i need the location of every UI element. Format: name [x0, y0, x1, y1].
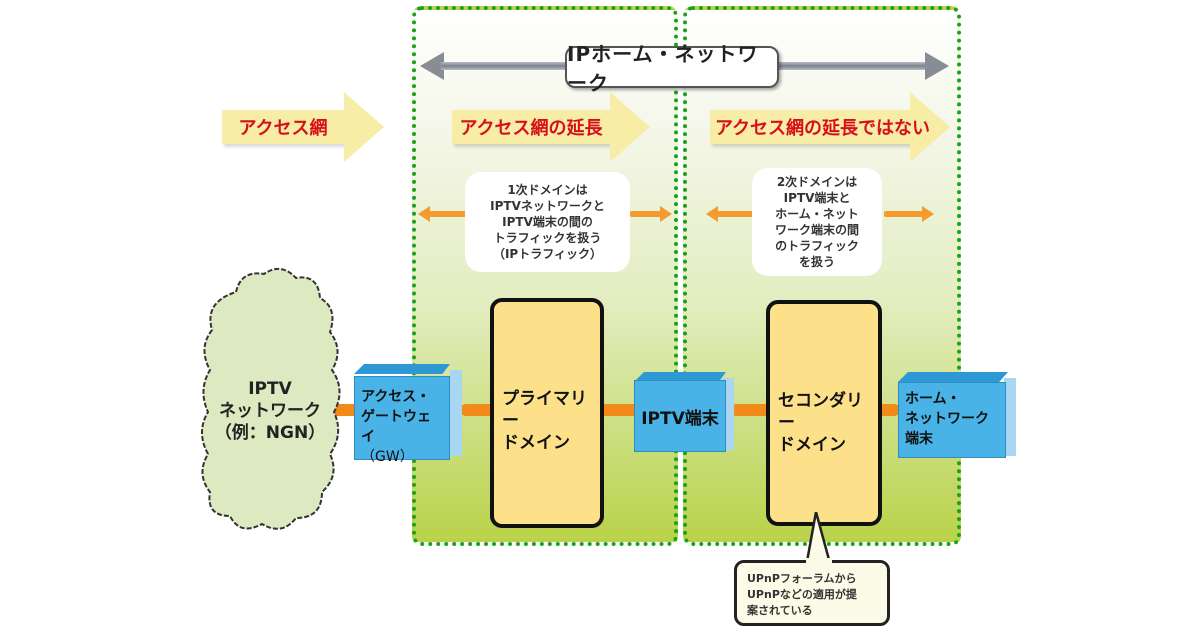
cloud-line: IPTV: [248, 379, 292, 399]
not-access-extension-arrow: アクセス網の延長ではない: [710, 92, 950, 162]
primary-arrow-left-icon: [418, 206, 430, 222]
primary-arrow-left-shaft: [428, 211, 468, 217]
cloud-line: （例：NGN）: [214, 423, 326, 443]
secondary-arrow-left-shaft: [716, 211, 754, 217]
secondary-domain-description: 2次ドメインは IPTV端末と ホーム・ネット ワーク端末の間 のトラフィック …: [752, 168, 882, 276]
secondary-arrow-left-icon: [706, 206, 718, 222]
access-extension-arrow: アクセス網の延長: [452, 92, 652, 162]
access-network-arrow: アクセス網: [222, 92, 384, 162]
primary-domain-description: 1次ドメインは IPTVネットワークと IPTV端末の間の トラフィックを扱う …: [465, 172, 630, 272]
cloud-line: ネットワーク: [219, 401, 321, 421]
secondary-domain-line: ドメイン: [778, 435, 846, 455]
callout-line: UPnPなどの適用が提: [747, 588, 857, 601]
home-terminal-line: 端末: [905, 431, 933, 447]
home-network-title-text: IPホーム・ネットワーク: [567, 42, 759, 95]
secondary-domain-box: セコンダリー ドメイン: [766, 300, 882, 526]
gateway-line: （GW）: [361, 449, 414, 465]
arrow-shaft-left: [440, 62, 570, 70]
primary-desc-line: （IPトラフィック）: [492, 247, 602, 261]
iptv-terminal-label: IPTV端末: [641, 408, 719, 429]
secondary-desc-line: ワーク端末の間: [774, 223, 859, 237]
access-gateway-box: アクセス・ ゲートウェイ （GW）: [354, 364, 462, 465]
iptv-network-label: IPTV ネットワーク （例：NGN）: [200, 378, 340, 444]
home-network-terminal-box: ホーム・ ネットワーク 端末: [898, 372, 1020, 458]
home-terminal-line: ネットワーク: [905, 411, 989, 427]
iptv-terminal-box: IPTV端末: [634, 372, 734, 452]
access-network-label: アクセス網: [238, 118, 328, 139]
home-network-title: IPホーム・ネットワーク: [565, 42, 779, 95]
callout-pointer-cover: [806, 558, 832, 564]
primary-desc-line: 1次ドメインは: [507, 183, 588, 197]
secondary-arrow-right-shaft: [884, 211, 924, 217]
callout-line: UPnPフォーラムから: [747, 572, 857, 585]
access-extension-label: アクセス網の延長: [459, 118, 603, 139]
primary-arrow-right-icon: [660, 206, 672, 222]
secondary-desc-line: 2次ドメインは: [776, 175, 858, 189]
secondary-desc-line: のトラフィック: [775, 239, 859, 253]
primary-domain-line: ドメイン: [502, 433, 570, 453]
secondary-desc-line: ホーム・ネット: [775, 207, 859, 221]
gateway-line: アクセス・: [361, 389, 431, 405]
primary-desc-line: トラフィックを扱う: [493, 231, 602, 245]
not-access-extension-label: アクセス網の延長ではない: [714, 118, 931, 139]
secondary-domain-line: セコンダリー: [778, 391, 863, 433]
gateway-line: ゲートウェイ: [361, 409, 431, 445]
upnp-callout: UPnPフォーラムから UPnPなどの適用が提 案されている: [734, 560, 890, 626]
iptv-network-cloud: [201, 267, 341, 530]
primary-desc-line: IPTV端末の間の: [502, 215, 593, 229]
arrow-right-head-icon: [925, 52, 949, 80]
primary-domain-box: プライマリー ドメイン: [490, 298, 604, 528]
arrow-shaft-right: [775, 62, 927, 70]
secondary-desc-line: IPTV端末と: [783, 191, 851, 205]
callout-line: 案されている: [747, 604, 813, 617]
home-terminal-line: ホーム・: [905, 391, 961, 407]
primary-desc-line: IPTVネットワークと: [490, 199, 605, 213]
secondary-arrow-right-icon: [922, 206, 934, 222]
primary-domain-line: プライマリー: [502, 389, 587, 431]
primary-arrow-right-shaft: [630, 211, 662, 217]
secondary-desc-line: を扱う: [798, 255, 835, 269]
